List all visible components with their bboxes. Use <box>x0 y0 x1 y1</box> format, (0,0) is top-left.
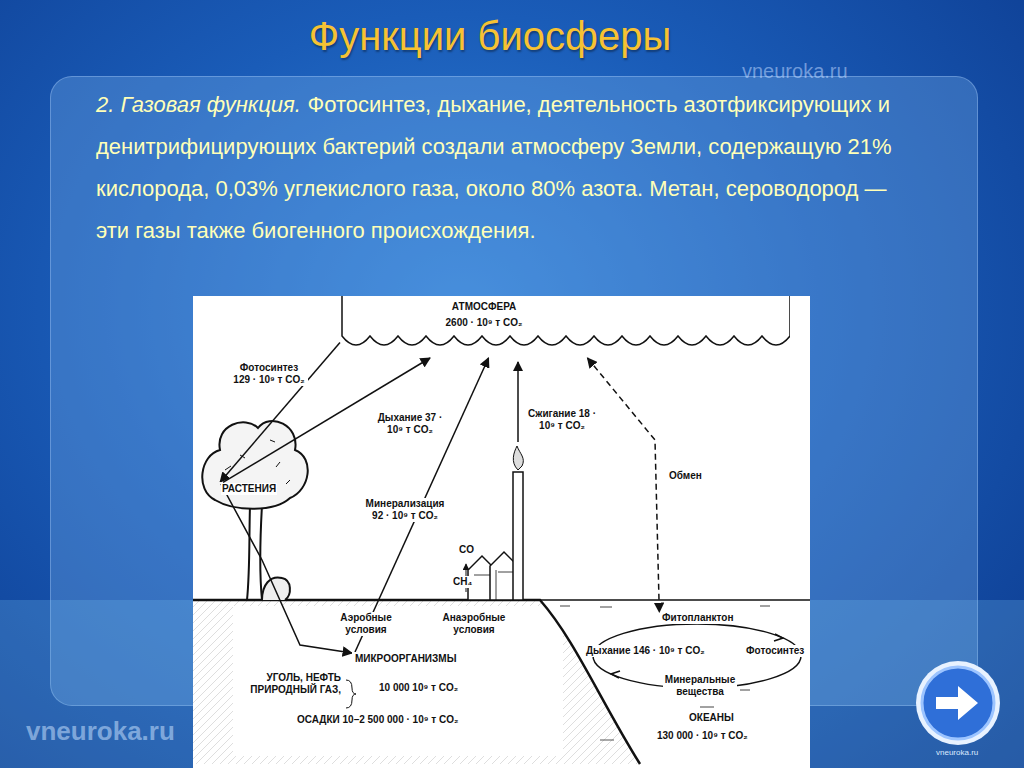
panel-paragraph: 2. Газовая функция.Фотосинтез, дыхание, … <box>96 84 916 252</box>
diagram-label: УГОЛЬ, НЕФТЬ ПРИРОДНЫЙ ГАЗ, <box>236 672 342 696</box>
ground <box>193 600 810 764</box>
diagram-label: Сжигание 18 · 10⁹ т CO₂ <box>526 408 598 432</box>
node-text: Минеральные вещества <box>663 674 737 698</box>
text-panel: 2. Газовая функция.Фотосинтез, дыхание, … <box>96 84 916 252</box>
phytoplankton-cycle: ФитопланктонДыхание 146 · 10⁹ т CO₂ Фотос… <box>585 612 810 704</box>
diagram-label: ОСАДКИ 10–2 500 000 · 10⁹ т CO₂ <box>296 714 459 726</box>
diagram-label: CH₄ <box>452 576 473 588</box>
next-button <box>916 661 1000 745</box>
brace <box>346 680 356 708</box>
diagram-label: CO <box>458 544 475 556</box>
microorganisms-box: МИКРООРГАНИЗМЫ <box>352 652 356 654</box>
atmosphere-cloud: АТМОСФЕРА 2600 · 10⁹ т CO₂ <box>340 296 790 358</box>
slide-title: Функции биосферы <box>0 14 980 59</box>
edge-label: Обмен <box>668 470 703 482</box>
flow-arrow <box>220 343 340 483</box>
panel-heading: 2. Газовая функция. <box>96 92 301 117</box>
diagram-label: Анаэробные условия <box>438 612 510 636</box>
edge-label: Минерализация 92 · 10⁹ т CO₂ <box>362 498 448 522</box>
diagram-label: Аэробные условия <box>333 612 399 636</box>
diagram-label: 130 000 · 10⁹ т CO₂ <box>656 730 749 742</box>
tree <box>202 421 307 600</box>
node-text: Фитопланктон <box>661 612 734 624</box>
flow-arrow <box>588 358 660 612</box>
cloud-edge <box>342 296 790 345</box>
flow-arrow <box>355 358 489 652</box>
plants-label-box: РАСТЕНИЯ <box>219 482 223 484</box>
watermark: vneuroka.ru <box>26 716 175 747</box>
node-text: Фотосинтез <box>745 645 805 657</box>
node-text: МИКРООРГАНИЗМЫ <box>354 653 457 665</box>
buildings <box>468 552 518 600</box>
watermark: vneuroka.ru <box>936 748 978 757</box>
diagram-label: ОКЕАНЫ <box>688 712 735 724</box>
horizon-band <box>0 600 1024 768</box>
edge-label: Фотосинтез 129 · 10⁹ т CO₂ <box>230 362 308 386</box>
node-text: РАСТЕНИЯ <box>221 483 277 495</box>
cloud-outline <box>340 296 790 358</box>
node-text: Дыхание 146 · 10⁹ т CO₂ <box>585 645 706 657</box>
diagram-area <box>193 296 810 768</box>
watermark: vneuroka.ru <box>742 60 848 83</box>
chimney <box>513 362 523 600</box>
node-text: АТМОСФЕРА <box>435 301 533 313</box>
edge-label: Дыхание 37 · 10⁹ т CO₂ <box>372 412 448 436</box>
diagram-label: 10 000 10⁹ т CO₂ <box>378 682 459 694</box>
node-text: 2600 · 10⁹ т CO₂ <box>428 317 540 329</box>
